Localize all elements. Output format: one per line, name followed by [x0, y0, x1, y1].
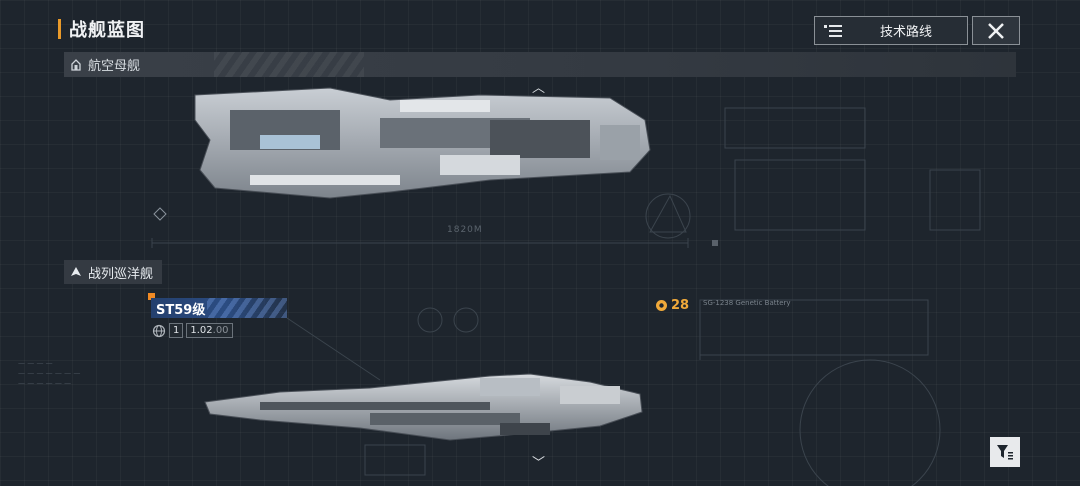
gear-rating-icon	[656, 300, 667, 311]
class-bar-stripes	[207, 298, 287, 318]
tech-route-label: 技术路线	[880, 25, 933, 40]
page-title: 战舰蓝图	[69, 20, 145, 41]
version-number-box: 1.02.00	[186, 323, 233, 338]
selected-marker	[148, 293, 155, 300]
ship-class-name: ST59级	[156, 302, 206, 318]
close-icon	[988, 22, 1004, 39]
ghost-blueprint-notes: — — — —— — — — — — —— — — — — —	[18, 359, 81, 387]
blueprint-caption: SG-1238 Genetic Battery	[703, 299, 791, 307]
chevron-down-icon[interactable]: ﹀	[532, 456, 546, 471]
title-accent	[58, 19, 61, 39]
filter-icon	[997, 445, 1013, 460]
section-battlecruiser-label: 战列巡洋舰	[88, 266, 154, 282]
ship-version-row: 1 1.02.00	[152, 323, 233, 338]
carrier-icon	[71, 58, 81, 71]
filter-button[interactable]	[990, 437, 1020, 467]
chevron-up-icon[interactable]: ︿	[532, 81, 546, 96]
list-icon	[824, 24, 842, 37]
section-stripes	[214, 52, 364, 77]
version-number: 1.02	[190, 325, 213, 336]
page-header: 战舰蓝图	[58, 16, 145, 42]
cruiser-icon	[71, 267, 81, 276]
ship-class-bar[interactable]: ST59级	[151, 298, 287, 318]
version-level: 1	[169, 323, 184, 338]
close-button[interactable]	[972, 16, 1020, 45]
battlecruiser-ship-image[interactable]	[200, 368, 650, 448]
section-carrier[interactable]: 航空母舰	[64, 52, 1016, 77]
section-carrier-label: 航空母舰	[88, 59, 141, 74]
ship-rating: 28	[655, 298, 689, 313]
section-battlecruiser[interactable]: 战列巡洋舰	[64, 260, 162, 284]
tech-route-button[interactable]: 技术路线	[814, 16, 968, 45]
globe-icon	[152, 324, 166, 337]
carrier-ship-image[interactable]	[190, 80, 660, 205]
rating-value: 28	[671, 298, 690, 313]
version-sub: .00	[212, 325, 229, 336]
carrier-length-label: 1820M	[447, 225, 483, 235]
